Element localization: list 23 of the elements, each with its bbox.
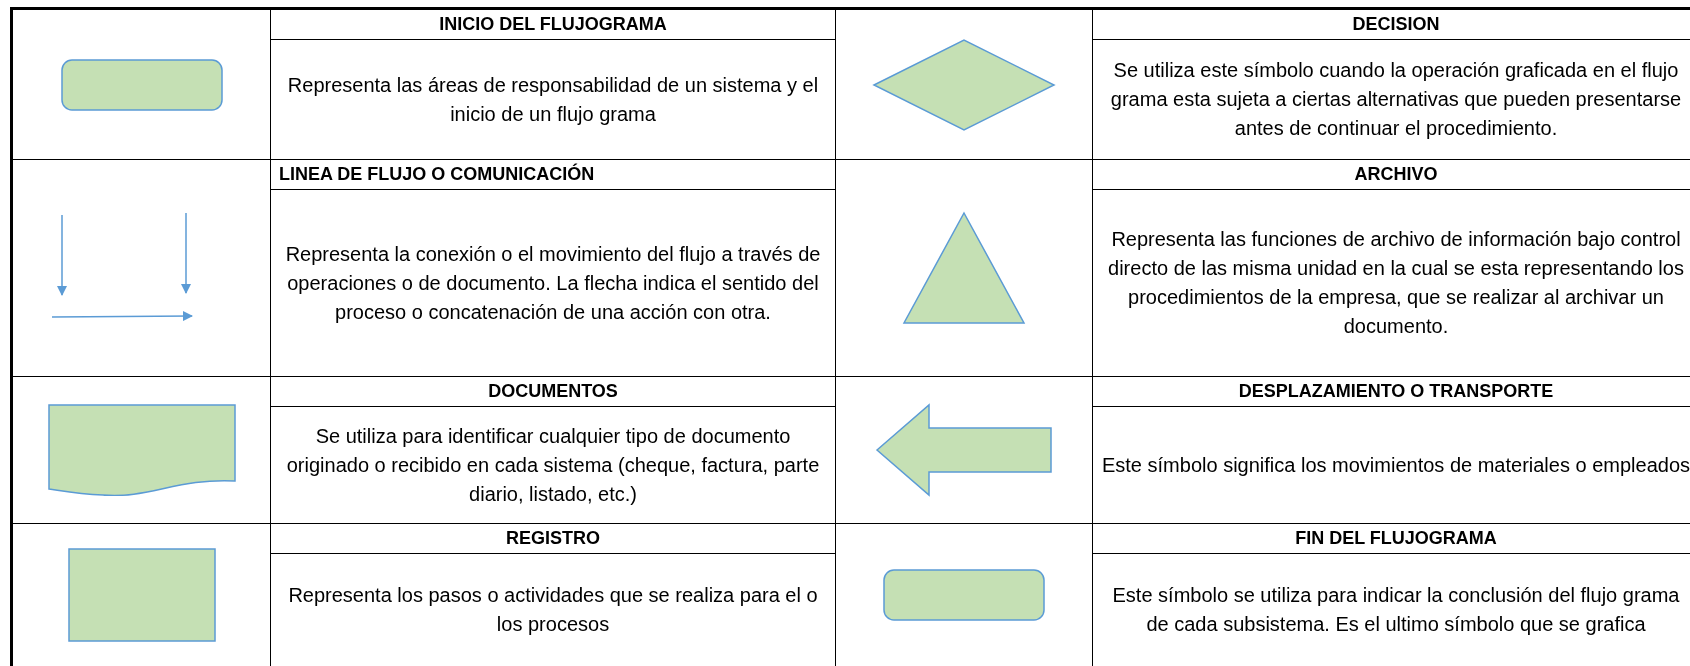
symbol-description: Representa las áreas de responsabilidad de un sistema y el inicio de un flujo grama xyxy=(286,72,820,127)
symbol-heading: REGISTRO xyxy=(506,527,600,550)
symbol-description: Representa la conexión o el movimiento del flujo a través de operaciones o de documento. La flecha indica el sentido del proceso o concatenación de una acción con otra. xyxy=(284,241,822,325)
symbol-description: Este símbolo se utiliza para indicar la conclusión del flujo grama de cada subsistema. Es el ultimo símbolo que se grafica xyxy=(1111,583,1681,637)
process-rectangle xyxy=(67,548,216,642)
archive-triangle xyxy=(902,211,1026,324)
terminal-symbol xyxy=(883,569,1045,621)
symbol-heading: DESPLAZAMIENTO O TRANSPORTE xyxy=(1238,380,1554,403)
symbol-description: Se utiliza este símbolo cuando la operación graficada en el flujo grama esta sujeta a ciertas alternativas que pueden presentarse antes de continuar el procedimiento. xyxy=(1109,58,1683,141)
transport-arrow-symbol xyxy=(875,403,1052,497)
symbol-heading: ARCHIVO xyxy=(1354,163,1438,186)
decision-diamond xyxy=(872,38,1056,131)
document-symbol xyxy=(47,404,236,496)
symbol-heading: DOCUMENTOS xyxy=(488,380,618,403)
symbol-heading: FIN DEL FLUJOGRAMA xyxy=(1295,527,1497,550)
symbol-description: Representa las funciones de archivo de información bajo control directo de las misma unidad en la cual se esta representando los procedimientos de la empresa, que se realizar al archivar un documento. xyxy=(1107,227,1685,339)
symbol-description: Representa los pasos o actividades que se realiza para el o los procesos xyxy=(287,583,819,637)
symbol-heading: INICIO DEL FLUJOGRAMA xyxy=(439,13,667,36)
symbol-description: Se utiliza para identificar cualquier tipo de documento originado o recibido en cada sistema (cheque, factura, parte diario, listado, etc.) xyxy=(285,423,821,507)
symbol-heading: DECISION xyxy=(1352,13,1440,36)
symbol-description: Este símbolo significa los movimientos de materiales o empleados xyxy=(1101,452,1690,478)
terminal-symbol xyxy=(60,58,223,111)
symbol-heading: LINEA DE FLUJO O COMUNICACIÓN xyxy=(279,162,595,186)
